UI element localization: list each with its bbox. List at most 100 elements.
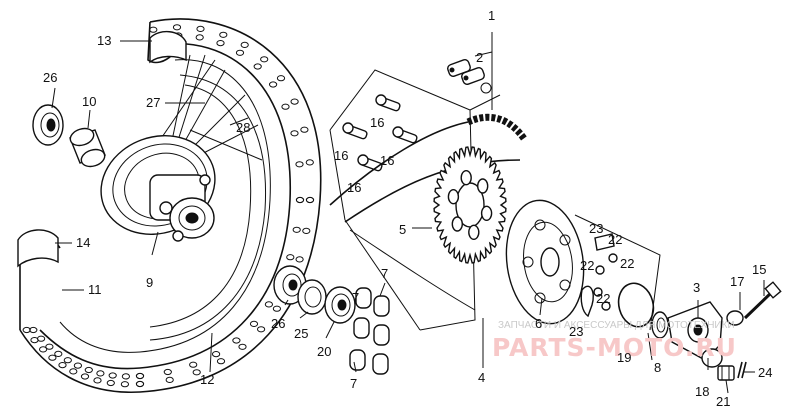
sprocket-bolt-hole xyxy=(477,178,489,194)
part-label-26a: 26 xyxy=(43,70,57,85)
tread-block xyxy=(29,326,38,334)
tread-block xyxy=(295,161,304,168)
tread-block xyxy=(249,320,259,327)
tread-block xyxy=(290,98,299,105)
adjuster-bolt xyxy=(743,281,782,320)
circlip xyxy=(617,282,655,328)
part-label-7a: 7 xyxy=(381,266,388,281)
part-label-7c: 7 xyxy=(350,376,357,391)
tread-block xyxy=(235,49,245,56)
rim-band-top xyxy=(149,31,187,64)
part-label-22a: 22 xyxy=(608,232,622,247)
tread-block xyxy=(189,361,198,368)
part-label-16d: 16 xyxy=(347,180,361,195)
tread-block xyxy=(106,379,115,387)
part-label-23b: 23 xyxy=(569,324,583,339)
tread-block xyxy=(305,159,314,166)
part-label-23a: 23 xyxy=(589,221,603,236)
part-label-16b: 16 xyxy=(334,148,348,163)
part-label-5: 5 xyxy=(399,222,406,237)
part-label-22b: 22 xyxy=(620,256,634,271)
cotter-pin xyxy=(737,361,747,379)
part-label-13: 13 xyxy=(97,33,111,48)
tread-block xyxy=(54,350,63,357)
tread-block xyxy=(45,343,54,350)
tread-block xyxy=(63,357,72,364)
tread-block xyxy=(172,24,182,31)
tread-block xyxy=(108,372,117,379)
tread-block xyxy=(216,358,226,365)
tread-block xyxy=(232,337,241,344)
driven-flange xyxy=(505,199,585,325)
lock-plate xyxy=(580,233,618,318)
tread-block xyxy=(281,103,290,110)
part-label-22d: 22 xyxy=(596,291,610,306)
tread-block xyxy=(302,227,311,234)
tread-block xyxy=(93,377,102,384)
part-label-8: 8 xyxy=(654,360,661,375)
sprocket-bolt-hole xyxy=(460,169,472,186)
part-label-3: 3 xyxy=(693,280,700,295)
tread-block xyxy=(240,41,249,49)
tread-block xyxy=(135,380,145,388)
tread-block xyxy=(96,370,105,377)
adjuster-nut xyxy=(726,310,744,326)
part-label-21: 21 xyxy=(716,394,730,409)
tread-block xyxy=(69,368,78,375)
tread-block xyxy=(195,34,204,41)
dampers-7 xyxy=(349,287,390,375)
part-label-25: 25 xyxy=(294,326,308,341)
part-label-19: 19 xyxy=(617,350,631,365)
part-label-14: 14 xyxy=(76,235,90,250)
tread-block xyxy=(121,373,131,380)
tread-block xyxy=(257,326,266,333)
tread-block xyxy=(238,343,247,350)
part-label-10: 10 xyxy=(82,94,96,109)
part-label-27: 27 xyxy=(146,95,160,110)
tread-block xyxy=(292,226,301,233)
bearing-20 xyxy=(324,286,356,324)
tread-block xyxy=(219,31,228,38)
part-label-28: 28 xyxy=(236,120,250,135)
part-label-17: 17 xyxy=(730,274,744,289)
part-label-26b: 26 xyxy=(271,316,285,331)
rim-band-bottom xyxy=(17,229,59,268)
tread-block xyxy=(73,362,83,369)
tread-block xyxy=(295,256,304,263)
tread-block xyxy=(253,63,262,70)
oil-seal-25 xyxy=(297,279,327,315)
sprocket-bolt-hole xyxy=(451,216,463,232)
chain-adjuster xyxy=(667,301,723,368)
tread-block xyxy=(196,25,205,32)
watermark-caption: ЗАПЧАСТИ И АКСЕССУАРЫ ДЛЯ МОТОТЕХНИКИ xyxy=(498,320,735,331)
part-label-22c: 22 xyxy=(580,258,594,273)
part-label-16c: 16 xyxy=(380,153,394,168)
sprocket-bolt-hole xyxy=(480,205,493,222)
tread-block xyxy=(39,346,48,353)
axle-nut xyxy=(717,365,735,381)
part-label-4: 4 xyxy=(478,370,485,385)
part-label-6: 6 xyxy=(535,316,542,331)
tread-block xyxy=(149,26,158,33)
leader-lines xyxy=(51,32,765,394)
part-label-24: 24 xyxy=(758,365,772,380)
tread-block xyxy=(163,368,172,376)
tread-block xyxy=(212,351,221,358)
tread-block xyxy=(22,326,31,334)
tread-block xyxy=(84,366,93,374)
tread-block xyxy=(260,56,269,63)
part-label-15: 15 xyxy=(752,262,766,277)
part-label-20: 20 xyxy=(317,344,331,359)
tread-block xyxy=(80,373,90,380)
studs-16 xyxy=(342,94,418,172)
tread-block xyxy=(295,196,305,204)
drive-chain xyxy=(329,113,528,311)
sprocket-bolt-hole xyxy=(447,188,460,205)
tread-block xyxy=(269,81,278,88)
tread-block xyxy=(290,130,299,137)
tire-tread-pattern xyxy=(22,24,315,388)
part-label-18: 18 xyxy=(695,384,709,399)
tread-block xyxy=(37,335,46,342)
tread-block xyxy=(300,126,309,133)
